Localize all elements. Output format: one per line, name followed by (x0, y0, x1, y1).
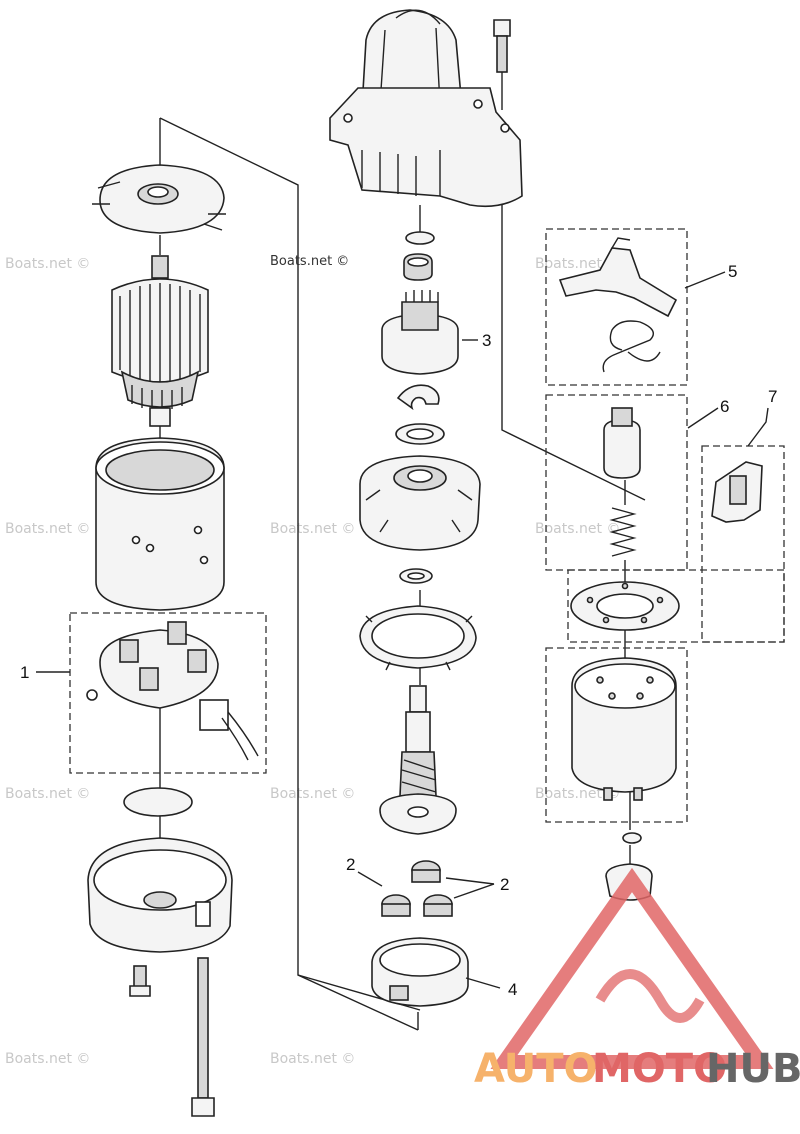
o-ring-small (399, 568, 433, 584)
brush-holder-group-box (69, 612, 267, 774)
clip-and-bearing (403, 231, 435, 281)
watermark-text: Boats.net © (535, 786, 620, 802)
callout-6: 6 (720, 397, 729, 416)
end-plate (92, 164, 226, 234)
callout-2b: 2 (500, 875, 509, 894)
callout-3: 3 (482, 331, 491, 350)
leader-lines (36, 271, 769, 989)
packing-group-box (567, 569, 785, 643)
magnetic-switch (571, 657, 677, 801)
pinion-clutch (381, 290, 459, 375)
brush-holder-assembly (86, 621, 259, 761)
callout-7: 7 (768, 387, 777, 406)
callout-2a: 2 (346, 855, 355, 874)
armature (111, 255, 209, 427)
screws (129, 957, 215, 1117)
callout-4: 4 (508, 980, 517, 999)
shift-lever (558, 237, 678, 318)
automotohub-logo: AUTO MOTO HUB (474, 867, 800, 1092)
return-spring (609, 507, 637, 557)
credit-text: Boats.net © (270, 254, 349, 269)
pinion-shaft (379, 685, 457, 835)
front-housing (329, 9, 523, 208)
callout-5: 5 (728, 262, 737, 281)
planetary-gears (381, 860, 453, 917)
logo-text-hub: HUB (706, 1046, 800, 1092)
watermark-text: Boats.net © (5, 521, 90, 537)
watermark-text: Boats.net © (535, 521, 620, 537)
watermark-text: Boats.net © (5, 1051, 90, 1067)
lever-spring-group-box (545, 228, 688, 386)
watermark-text: Boats.net © (5, 256, 90, 272)
watermark-text: Boats.net © (5, 786, 90, 802)
rear-cover (87, 837, 233, 953)
group-boxes (69, 228, 785, 823)
yoke (95, 437, 225, 611)
washer-plate (123, 787, 193, 817)
c-clip (396, 384, 440, 411)
logo-text-auto: AUTO (474, 1046, 598, 1092)
watermarks: Boats.net © Boats.net © Boats.net © Boat… (5, 256, 620, 1067)
watermark-text: Boats.net © (535, 256, 620, 272)
internal-gear (371, 937, 469, 1007)
callout-1: 1 (20, 663, 29, 682)
watermark-text: Boats.net © (270, 521, 355, 537)
gear-case (359, 455, 481, 551)
watermark-text: Boats.net © (270, 1051, 355, 1067)
lever-spring (602, 320, 661, 373)
retainer-plate (359, 605, 477, 671)
packing-ring (570, 581, 680, 631)
magnet-switch-group-box (545, 647, 688, 823)
callouts: 1 2 2 3 4 5 6 7 (20, 262, 777, 999)
plunger (603, 407, 641, 479)
switch-cover (711, 461, 763, 523)
thrust-washer (395, 423, 445, 445)
watermark-text: Boats.net © (270, 786, 355, 802)
cover-group-box (701, 445, 785, 643)
housing-bolt (493, 19, 511, 73)
logo-triangle (490, 867, 774, 1069)
logo-text-moto: MOTO (592, 1046, 727, 1092)
